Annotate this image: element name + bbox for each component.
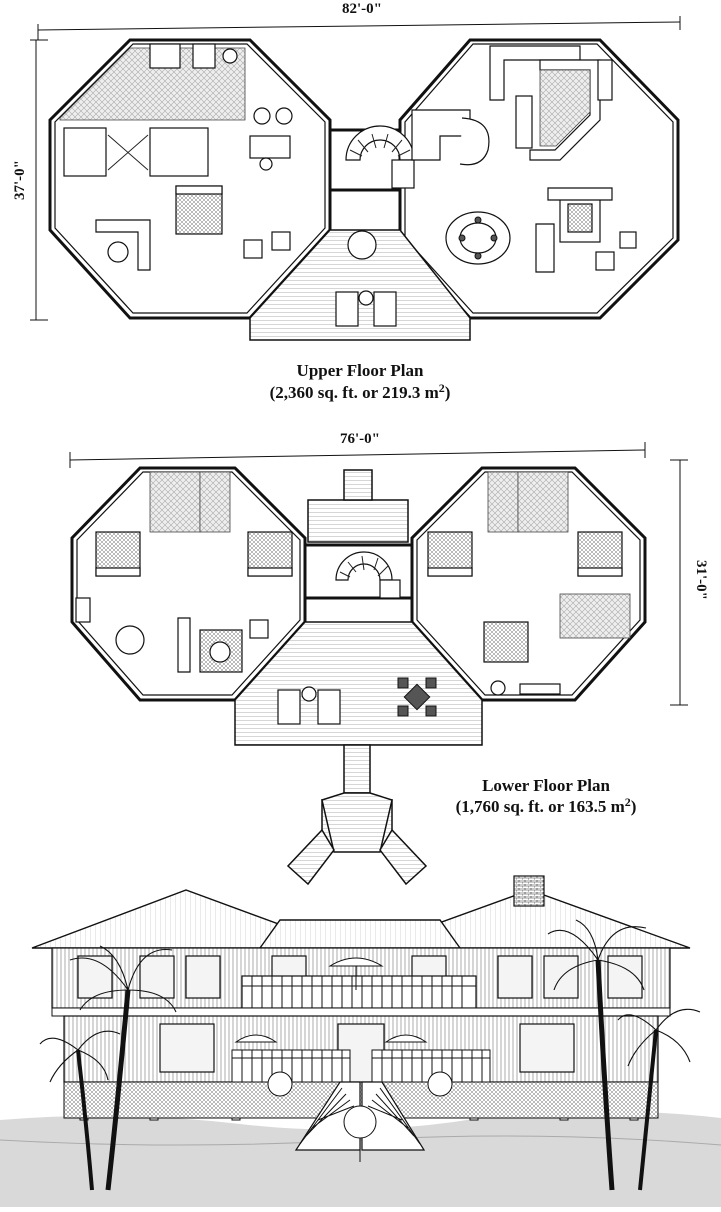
lower-depth-label: 31'-0"	[693, 560, 709, 600]
upper-width-dimension: 82'-0"	[37, 1, 681, 40]
upper-depth-dimension: 37'-0"	[12, 39, 48, 321]
lower-bath-right-a	[487, 471, 519, 533]
palm-tree-right-tall	[547, 919, 647, 1191]
lower-dock-arm-right	[379, 828, 428, 886]
elevation-entry-stairs	[294, 1081, 426, 1151]
lower-plan-area: (1,760 sq. ft. or 163.5 m2)	[456, 795, 637, 816]
upper-plan-title: Upper Floor Plan	[297, 361, 424, 380]
lower-exterior-stair	[343, 469, 373, 501]
lower-left-dining-table	[115, 625, 145, 655]
upper-sectional-sofa	[95, 219, 151, 271]
palm-tree-right-short	[617, 1008, 701, 1191]
lower-bath-right-b	[517, 471, 569, 533]
upper-deck-table	[347, 230, 377, 260]
lower-spiral-stair	[335, 551, 401, 599]
upper-kitchen-island	[515, 95, 533, 149]
lower-width-label: 76'-0"	[340, 431, 380, 447]
upper-right-octagon-wall	[398, 38, 680, 320]
lower-dock-arm-left	[286, 828, 335, 886]
upper-width-label: 82'-0"	[342, 1, 382, 17]
upper-plan-area: (2,360 sq. ft. or 219.3 m2)	[270, 381, 451, 402]
upper-closet-left	[63, 127, 107, 177]
upper-depth-label: 37'-0"	[12, 160, 28, 200]
lower-plan-title: Lower Floor Plan	[482, 776, 610, 795]
lower-right-octagon-wall	[410, 466, 647, 702]
upper-deck	[249, 229, 471, 341]
upper-floor-plan: 82'-0" 37'-0"	[12, 1, 681, 402]
upper-spiral-stair	[345, 125, 415, 189]
upper-toilet	[222, 48, 238, 64]
lower-entry-landing	[307, 499, 409, 543]
upper-kitchen-counter	[411, 109, 471, 161]
lower-boardwalk	[343, 744, 371, 794]
lower-floor-plan: 76'-0" 31'-0"	[69, 431, 709, 886]
lower-depth-dimension: 31'-0"	[670, 459, 709, 706]
upper-tub	[149, 43, 181, 69]
elevation-chimney	[513, 875, 545, 907]
palm-tree-left-short	[39, 1030, 121, 1191]
lower-bath-left-b	[199, 471, 231, 533]
lower-deck	[234, 621, 483, 746]
lower-bath-left-a	[149, 471, 201, 533]
upper-closet-right	[149, 127, 209, 177]
front-elevation	[0, 875, 721, 1207]
elevation-roof-center	[258, 919, 462, 949]
lower-bed-right-3	[483, 621, 529, 663]
upper-shower	[192, 43, 216, 69]
upper-office-desk	[249, 135, 291, 159]
elevation-shrubs	[267, 1071, 453, 1162]
lower-bath-right-c	[559, 593, 631, 639]
palm-tree-left-tall	[69, 945, 177, 1191]
lower-left-sofa	[177, 617, 191, 673]
lower-width-dimension: 76'-0"	[69, 431, 646, 468]
upper-kitchen-bar	[459, 117, 490, 166]
lower-deck-dining-set	[397, 677, 437, 717]
